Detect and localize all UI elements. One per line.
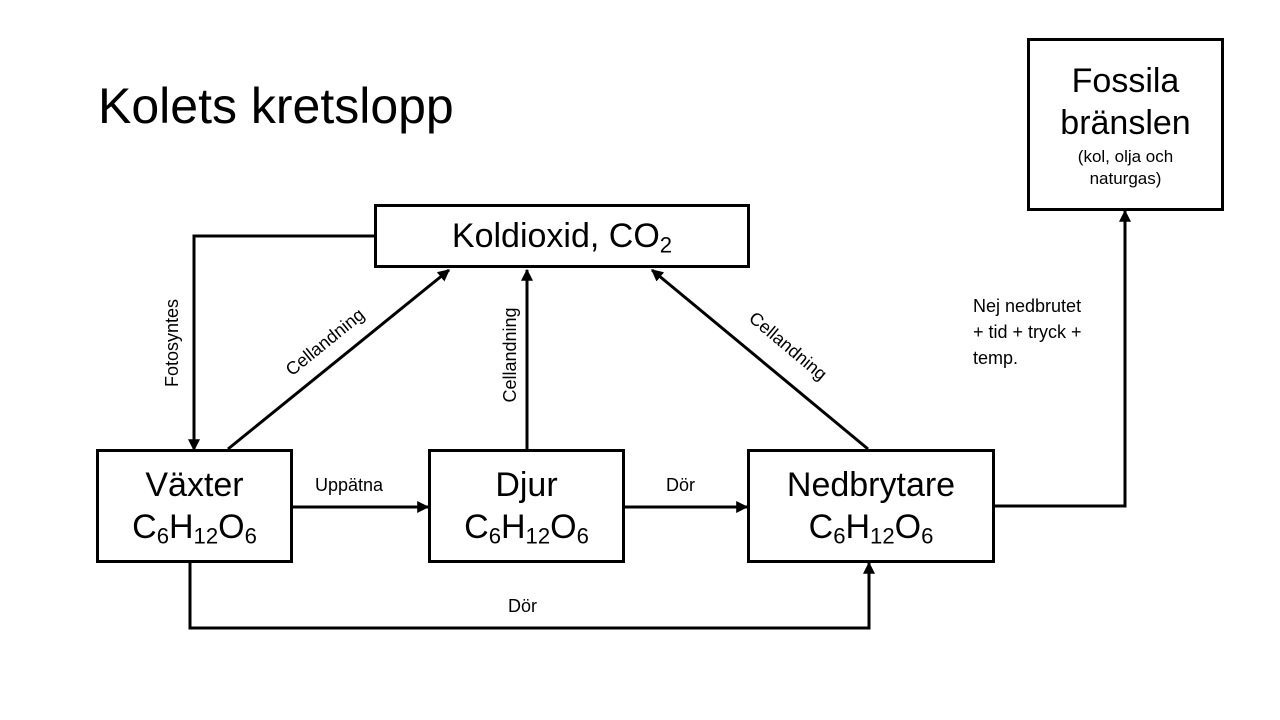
- page-title: Kolets kretslopp: [98, 78, 454, 134]
- dies-animals-label: Dör: [666, 475, 696, 495]
- plants-label: Växter: [145, 466, 244, 504]
- respiration-decomposers-arrow: [651, 268, 869, 451]
- fossil-fuels-detail1: (kol, olja och: [1077, 146, 1174, 166]
- respiration-plants-arrow: [227, 268, 450, 451]
- animals-label: Djur: [495, 466, 558, 504]
- fossilization-note-line3: temp.: [973, 348, 1019, 368]
- fossil-fuels-box: Fossila bränslen (kol, olja och naturgas…: [1027, 38, 1224, 211]
- fossil-fuels-line1: Fossila: [1071, 61, 1180, 100]
- fossilization-note-line2: + tid + tryck +: [973, 322, 1082, 342]
- co2-label: Koldioxid, CO: [451, 217, 660, 255]
- plants-box: Växter C6H12O6: [96, 449, 293, 563]
- co2-box: Koldioxid, CO2: [374, 204, 750, 268]
- respiration-animals-label: Cellandning: [500, 307, 520, 403]
- decomposers-formula: C6H12O6: [808, 508, 934, 549]
- decomposers-box: Nedbrytare C6H12O6: [747, 449, 995, 563]
- fossilization-note-line1: Nej nedbrutet: [973, 296, 1082, 316]
- dies-plants-arrow: [188, 561, 875, 630]
- dies-plants-label: Dör: [508, 596, 538, 616]
- co2-subscript: 2: [659, 232, 673, 258]
- animals-box: Djur C6H12O6: [428, 449, 625, 563]
- photosynthesis-arrow: [188, 234, 376, 452]
- fossilization-arrow: [995, 209, 1131, 508]
- fossil-fuels-line2: bränslen: [1060, 103, 1191, 142]
- fossilization-note: Nej nedbrutet + tid + tryck + temp.: [973, 293, 1082, 371]
- animals-formula: C6H12O6: [464, 508, 589, 549]
- photosynthesis-label: Fotosyntes: [162, 298, 182, 388]
- eaten-label: Uppätna: [315, 475, 384, 495]
- fossil-fuels-detail2: naturgas): [1089, 168, 1162, 188]
- decomposers-label: Nedbrytare: [786, 466, 956, 504]
- plants-formula: C6H12O6: [132, 508, 257, 549]
